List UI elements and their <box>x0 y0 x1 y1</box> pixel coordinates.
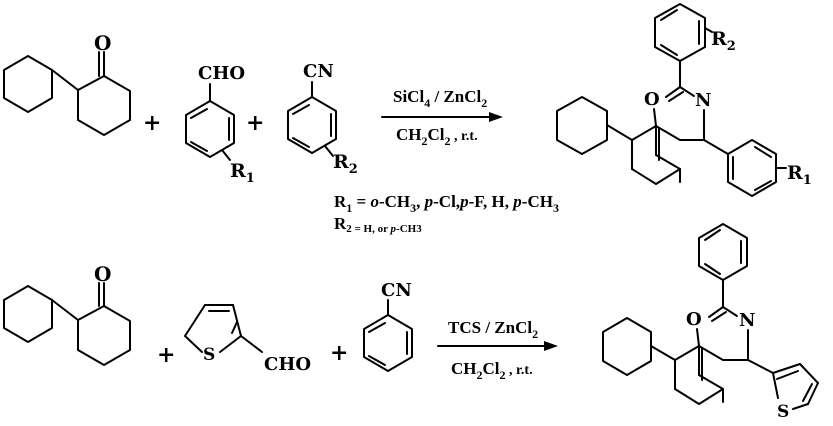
r1-definition: R1 = o-CH3, p-Cl,p-F, H, p-CH3 <box>334 192 559 215</box>
oxazine-product-2: O N S <box>602 223 819 422</box>
solvent-ch2cl2-rt: CH2Cl2 , r.t. <box>396 125 478 148</box>
r2-substituent-label: R2 <box>333 151 358 177</box>
product-nitrogen-label: N <box>739 310 755 331</box>
cn-label: CN <box>381 280 412 301</box>
product-oxygen-label: O <box>686 309 702 330</box>
cn-label: CN <box>303 61 334 82</box>
plus-sign: + <box>143 110 161 136</box>
ketone-oxygen-label: O <box>94 262 111 286</box>
product-oxygen-label: O <box>644 89 660 110</box>
thiophene-sulfur-label: S <box>203 345 215 365</box>
reaction-arrow-2: TCS / ZnCl2 CH2Cl2 , r.t. <box>437 318 558 382</box>
product-r2-label: R2 <box>711 28 736 54</box>
r1-substituent-label: R1 <box>230 160 255 186</box>
product-thiophene-sulfur-label: S <box>777 402 789 422</box>
reaction-arrow-1: SiCl4 / ZnCl2 CH2Cl2 , r.t. <box>381 87 503 148</box>
solvent-ch2cl2-rt: CH2Cl2 , r.t. <box>451 359 533 382</box>
cyclohexylcyclohexanone-2: O <box>3 262 131 366</box>
oxazine-product-1: R2 O N R1 <box>556 3 812 197</box>
benzonitrile: CN R2 <box>287 61 358 177</box>
thiophene-carbaldehyde: S CHO <box>184 304 311 375</box>
cho-label: CHO <box>264 354 311 375</box>
reagent-sicl4-zncl2: SiCl4 / ZnCl2 <box>393 87 487 110</box>
cyclohexylcyclohexanone-1: O <box>3 31 131 136</box>
plus-sign: + <box>330 340 348 366</box>
product-nitrogen-label: N <box>695 90 711 111</box>
r2-definition: R2 = H, or p-CH3 <box>334 214 422 235</box>
cho-label: CHO <box>198 63 245 84</box>
benzonitrile-2: CN <box>363 280 413 372</box>
plus-sign: + <box>246 110 264 136</box>
plus-sign: + <box>157 342 175 368</box>
product-r1-label: R1 <box>787 162 812 188</box>
benzaldehyde: CHO R1 <box>185 63 255 186</box>
reagent-tcs-zncl2: TCS / ZnCl2 <box>448 318 538 341</box>
ketone-oxygen-label: O <box>94 31 111 55</box>
